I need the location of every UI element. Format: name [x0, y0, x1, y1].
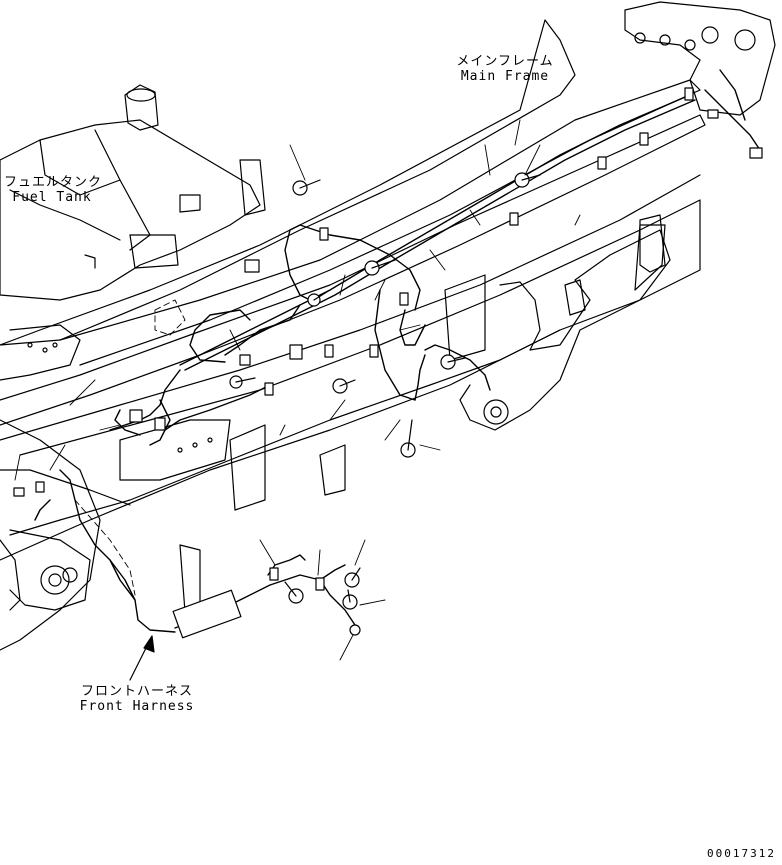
fuel-tank-label: フュエルタンク Fuel Tank	[4, 175, 103, 205]
harness-routing-dashed	[74, 299, 186, 596]
fuel-tank-label-jp: フュエルタンク	[4, 175, 103, 190]
main-frame	[0, 1, 776, 651]
front-harness-label-jp: フロントハーネス	[80, 684, 193, 699]
front-harness-label-en: Front Harness	[79, 699, 195, 714]
wiring-harness	[34, 69, 761, 633]
drawing-code: 00017312	[707, 847, 776, 860]
front-harness-label: フロントハーネス Front Harness	[78, 684, 196, 714]
leader-lines	[14, 119, 581, 661]
bolts	[229, 172, 541, 636]
clamps-connectors	[13, 87, 763, 639]
main-frame-label-jp: メインフレーム	[456, 54, 554, 69]
front-harness-arrow	[129, 635, 155, 681]
main-frame-label-en: Main Frame	[460, 69, 550, 84]
main-frame-label: メインフレーム Main Frame	[450, 54, 560, 84]
fuel-tank-label-en: Fuel Tank	[12, 190, 92, 205]
fuel-tank	[0, 84, 266, 301]
